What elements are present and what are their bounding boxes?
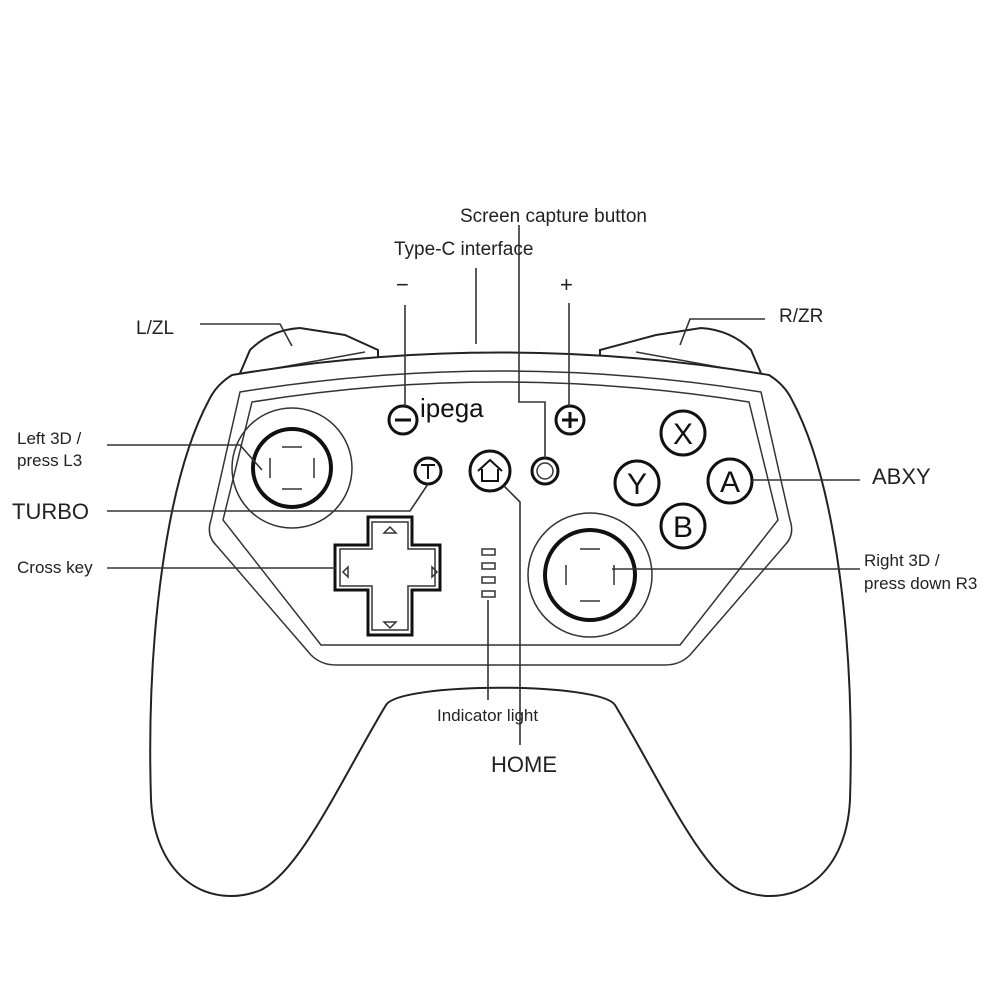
label-screen-capture: Screen capture button — [460, 206, 647, 227]
label-turbo: TURBO — [12, 499, 89, 524]
right-stick — [527, 512, 653, 638]
x-button[interactable]: X — [659, 409, 707, 457]
svg-text:X: X — [673, 418, 693, 451]
b-button[interactable]: B — [659, 502, 707, 550]
indicator-lights — [481, 548, 496, 598]
label-left-3d: Left 3D / — [17, 429, 82, 448]
label-rzr: R/ZR — [779, 306, 823, 327]
label-right-3d: Right 3D / — [864, 551, 940, 570]
label-minus: − — [396, 272, 409, 297]
label-home: HOME — [491, 752, 557, 777]
label-type-c: Type-C interface — [394, 239, 533, 260]
label-press-r3: press down R3 — [864, 574, 977, 593]
cross-key-dpad — [333, 515, 442, 637]
ipega-logo: ipega — [420, 393, 484, 423]
leader-lines — [107, 225, 860, 745]
label-lzl: L/ZL — [136, 318, 174, 339]
label-plus: + — [560, 272, 573, 297]
turbo-button[interactable] — [413, 456, 443, 486]
minus-button[interactable] — [387, 404, 419, 436]
left-stick — [231, 407, 353, 529]
faceplate — [208, 370, 793, 666]
controller-body — [149, 351, 852, 897]
label-cross-key: Cross key — [17, 558, 93, 577]
label-abxy: ABXY — [872, 464, 931, 489]
home-button[interactable] — [468, 449, 512, 493]
svg-text:B: B — [673, 511, 693, 544]
a-button[interactable]: A — [706, 457, 754, 505]
svg-text:Y: Y — [627, 468, 647, 501]
plus-button[interactable] — [554, 404, 586, 436]
label-indicator-light: Indicator light — [437, 706, 538, 725]
y-button[interactable]: Y — [613, 459, 661, 507]
svg-text:A: A — [720, 466, 740, 499]
screen-capture-button[interactable] — [530, 456, 560, 486]
label-press-l3: press L3 — [17, 451, 82, 470]
